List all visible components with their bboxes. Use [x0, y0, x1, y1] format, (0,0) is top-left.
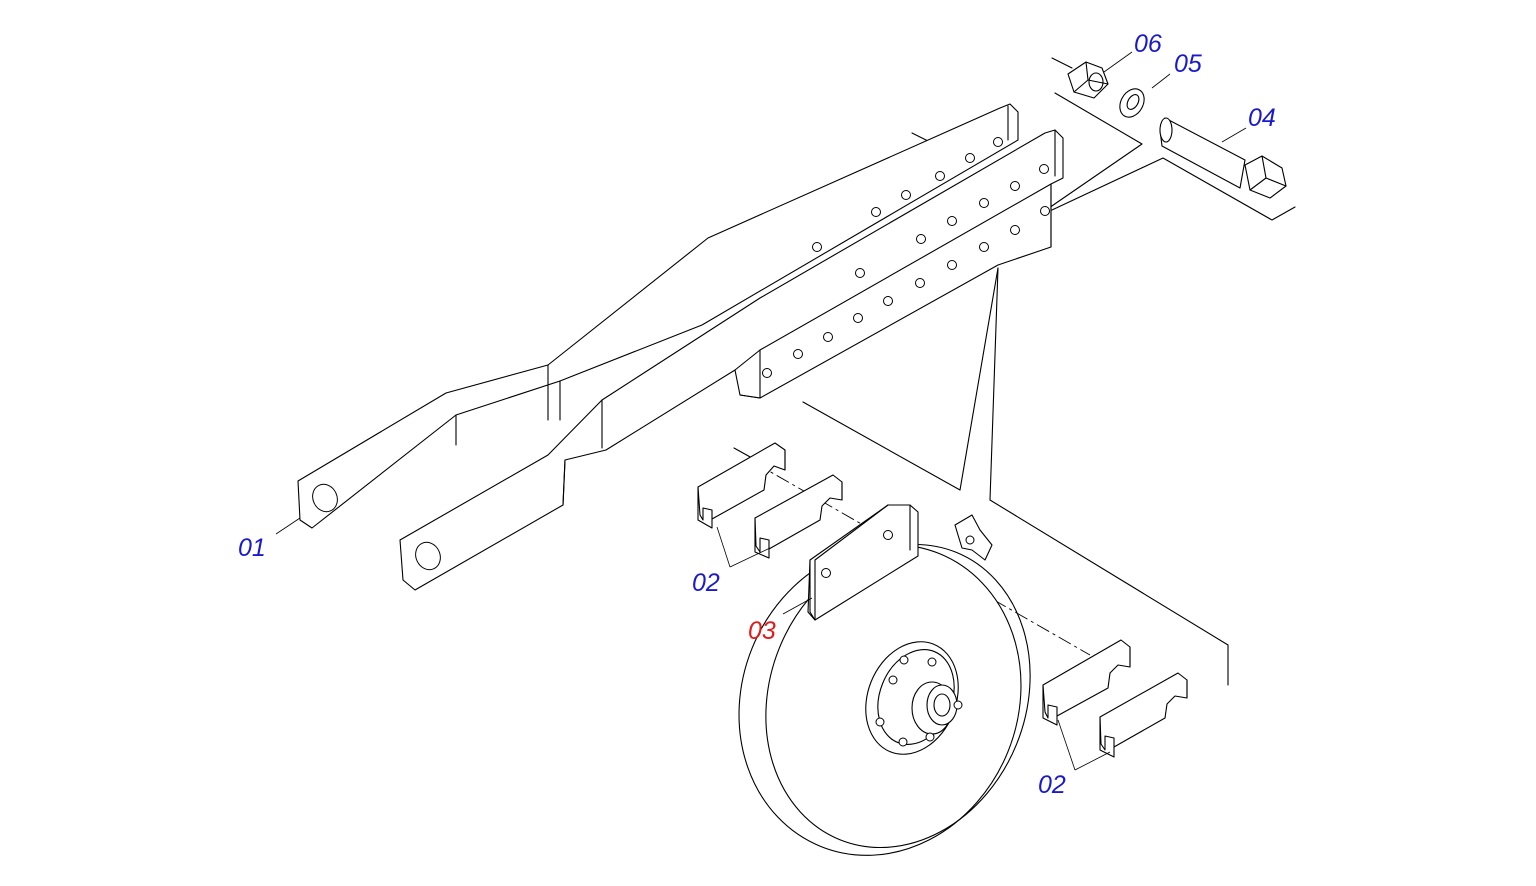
frame-arm-front: [399, 129, 1064, 591]
spacer-plate-upper-right: [754, 474, 843, 559]
callout-labels: 01 02 02 03 04 05 06: [238, 30, 1276, 799]
spacer-plate-lower-right: [1099, 672, 1188, 758]
callout-03: 03: [748, 617, 776, 645]
callout-06: 06: [1134, 30, 1162, 58]
callout-01: 01: [238, 534, 266, 562]
callout-04: 04: [1248, 104, 1276, 132]
bolt: [1159, 117, 1287, 199]
frame-arm-back: [297, 103, 1019, 529]
washer: [1119, 88, 1145, 118]
spacer-plate-upper-left: [697, 442, 786, 529]
callout-leaders: [275, 51, 1247, 771]
nut: [1067, 61, 1109, 99]
spacer-plate-lower-left: [1042, 639, 1131, 726]
callout-02-lower: 02: [1038, 771, 1066, 799]
disc-assembly: [738, 504, 1031, 856]
callout-02-upper: 02: [692, 569, 720, 597]
callout-05: 05: [1174, 50, 1202, 78]
